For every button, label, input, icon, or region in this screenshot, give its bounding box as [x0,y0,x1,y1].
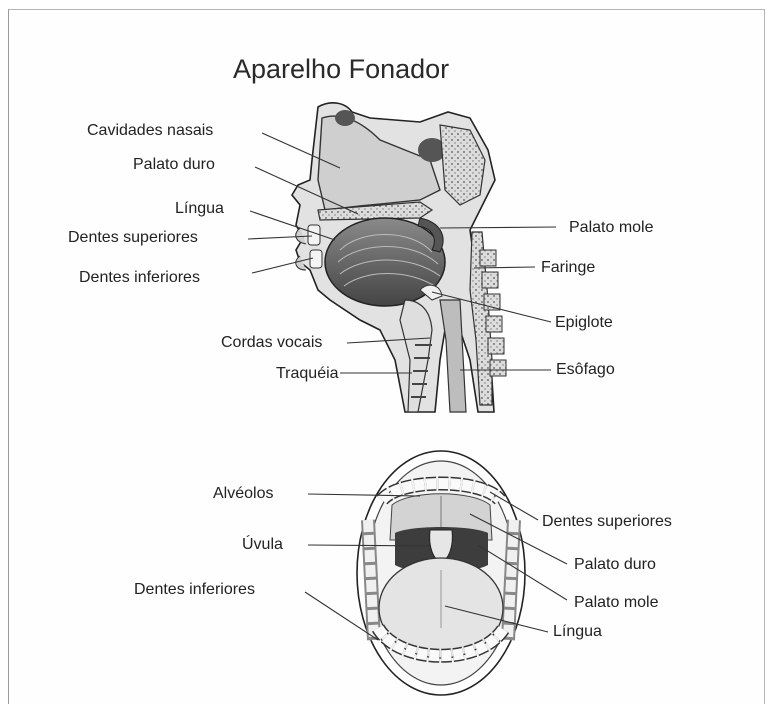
label-palato-mole: Palato mole [569,219,654,236]
label-lingua-mouth: Língua [553,623,602,640]
label-traqueia: Traquéia [276,365,339,382]
diagram-title: Aparelho Fonador [233,54,449,84]
label-palato-duro: Palato duro [133,156,215,173]
label-dentes-inferiores: Dentes inferiores [79,269,200,286]
label-faringe: Faringe [541,259,595,276]
open-mouth-drawing [357,451,525,695]
label-cavidades-nasais: Cavidades nasais [87,122,213,139]
label-dentes-superiores-mouth: Dentes superiores [542,513,672,530]
label-palato-mole-mouth: Palato mole [574,594,659,611]
label-uvula: Úvula [242,534,283,553]
label-lingua: Língua [175,200,224,217]
label-esofago: Esôfago [556,361,615,378]
label-cordas-vocais: Cordas vocais [221,334,322,351]
label-dentes-inferiores-mouth: Dentes inferiores [134,581,255,598]
label-dentes-superiores: Dentes superiores [68,229,198,246]
label-alveolos: Alvéolos [213,485,273,502]
label-palato-duro-mouth: Palato duro [574,556,656,573]
label-epiglote: Epiglote [555,314,613,331]
